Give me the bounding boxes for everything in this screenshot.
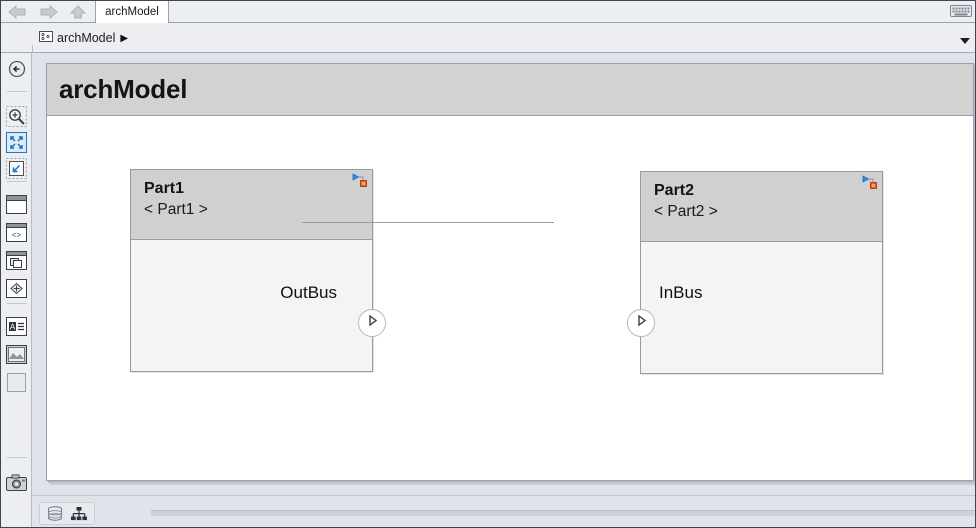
input-port-inbus[interactable]: [627, 309, 655, 337]
text-annotation-icon[interactable]: A: [5, 315, 28, 338]
magnifier-plus-icon[interactable]: [5, 105, 28, 128]
navigation-buttons: [5, 2, 91, 21]
input-port-triangle-icon: [635, 314, 648, 332]
reference-component-icon[interactable]: [5, 249, 28, 272]
fit-to-view-icon[interactable]: [5, 131, 28, 154]
area-icon[interactable]: [5, 371, 28, 394]
diagram-surface[interactable]: Part1 < Part1 > OutBus: [47, 117, 973, 480]
page-title: archModel: [59, 74, 188, 104]
output-port-outbus[interactable]: [358, 309, 386, 337]
keyboard-icon[interactable]: [950, 4, 972, 18]
output-port-triangle-icon: [366, 314, 379, 332]
svg-text:A: A: [10, 323, 16, 332]
tab-archmodel[interactable]: archModel: [95, 1, 169, 23]
svg-text:<>: <>: [12, 231, 22, 240]
toolstrip-divider: [7, 457, 27, 458]
diagram-paper: archModel Part1 < Part1 >: [46, 63, 974, 481]
component-header: Part2 < Part2 >: [641, 172, 882, 242]
toolstrip-divider: [7, 91, 27, 92]
diagram-canvas[interactable]: archModel Part1 < Part1 >: [32, 53, 975, 497]
breadcrumb-separator-icon: ▶: [120, 32, 129, 44]
toolstrip-footer: [1, 495, 32, 527]
breadcrumb[interactable]: archModel ▶: [39, 23, 128, 53]
arrow-right-icon[interactable]: [35, 2, 61, 21]
variant-component-icon[interactable]: <>: [5, 221, 28, 244]
component-name: Part1: [144, 180, 185, 197]
port-label-outbus: OutBus: [280, 283, 337, 302]
database-stack-icon[interactable]: [45, 505, 65, 522]
camera-icon[interactable]: [5, 471, 28, 494]
component-body: InBus: [641, 242, 882, 374]
window-tab-bar: archModel: [1, 1, 975, 23]
component-window-icon[interactable]: [5, 193, 28, 216]
tab-label: archModel: [105, 6, 159, 18]
chevron-down-icon[interactable]: [959, 33, 971, 44]
breadcrumb-label: archModel: [57, 31, 116, 45]
port-label-inbus: InBus: [659, 283, 703, 302]
bus-connection[interactable]: [302, 222, 554, 223]
component-stereotype: < Part1 >: [144, 201, 208, 218]
toolstrip-divider: [7, 303, 27, 304]
component-body: OutBus: [131, 240, 372, 372]
component-stereotype: < Part2 >: [654, 203, 718, 220]
arrow-up-icon[interactable]: [65, 2, 91, 21]
status-rail: [151, 510, 975, 516]
component-header: Part1 < Part1 >: [131, 170, 372, 240]
image-icon[interactable]: [5, 343, 28, 366]
breadcrumb-bar: archModel ▶: [1, 23, 975, 75]
diagram-header: archModel: [47, 64, 973, 116]
port-stub-badge-icon: [352, 173, 368, 189]
diagram-toolstrip: <> A: [1, 53, 32, 527]
component-block-part2[interactable]: Part2 < Part2 > InBus: [627, 171, 883, 374]
status-bar: [1, 495, 975, 527]
component-name: Part2: [654, 182, 695, 199]
port-stub-badge-icon: [862, 175, 878, 191]
status-button-group: [39, 502, 95, 525]
component-block-part1[interactable]: Part1 < Part1 > OutBus: [130, 169, 386, 372]
zoom-region-icon[interactable]: [5, 157, 28, 180]
adapter-icon[interactable]: [5, 277, 28, 300]
toolstrip-divider: [7, 181, 27, 182]
arrow-left-icon[interactable]: [5, 2, 31, 21]
hierarchy-tree-icon[interactable]: [69, 505, 89, 522]
architecture-model-icon: [39, 29, 53, 48]
back-circle-icon[interactable]: [5, 57, 28, 80]
